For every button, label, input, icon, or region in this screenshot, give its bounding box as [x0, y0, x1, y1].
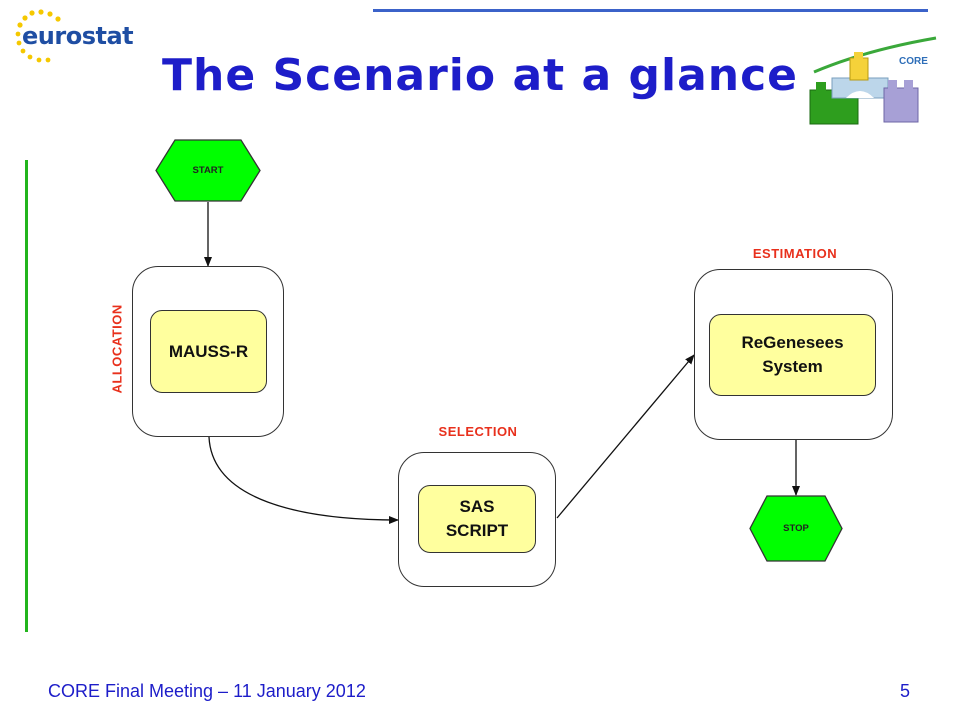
eurostat-logo: eurostat	[8, 6, 134, 64]
top-blue-rule	[373, 9, 928, 12]
allocation-stage-label: ALLOCATION	[109, 304, 125, 394]
mauss-r-process: MAUSS-R	[150, 310, 267, 393]
left-green-rule	[25, 160, 28, 632]
page-number: 5	[899, 681, 910, 701]
core-logo-text: CORE	[899, 56, 928, 67]
estimation-stage-label: ESTIMATION	[752, 246, 838, 261]
stop-terminal: STOP	[749, 495, 843, 562]
core-logo: CORE	[806, 30, 941, 128]
sas-script-process: SAS SCRIPT	[418, 485, 536, 553]
selection-stage-label: SELECTION	[438, 424, 518, 439]
start-hexagon-shape	[155, 139, 261, 202]
start-terminal: START	[155, 139, 261, 202]
footer-meeting-text: CORE Final Meeting – 11 January 2012	[48, 681, 366, 701]
arrow-selection-to-estimation	[556, 354, 695, 519]
core-lego-blocks-icon	[809, 36, 937, 125]
stop-label: STOP	[783, 523, 809, 534]
regenesees-system-process: ReGenesees System	[709, 314, 876, 396]
eurostat-stars-icon	[15, 9, 61, 63]
start-label: START	[192, 165, 224, 176]
eurostat-wordmark: eurostat	[22, 22, 134, 50]
stop-hexagon-shape	[749, 495, 843, 562]
arrow-allocation-to-selection	[208, 436, 399, 524]
slide-title: The Scenario at a glance	[161, 50, 799, 101]
